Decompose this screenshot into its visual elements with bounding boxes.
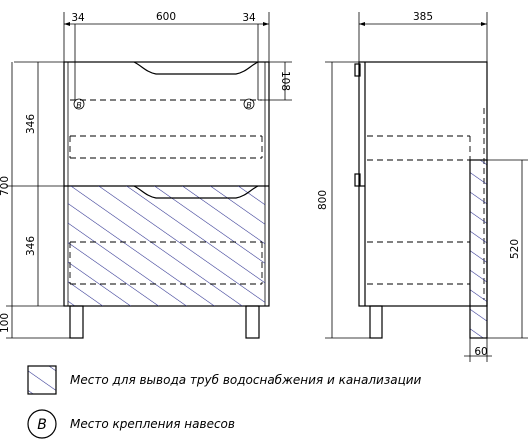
pipe-zone-outline: [469, 159, 488, 339]
legend-hatch-swatch: [28, 366, 56, 394]
dim-pipe-520: 520: [509, 239, 521, 259]
dim-drawer-346-bottom: 346: [25, 236, 37, 256]
pipe-zone-hatch-front: [68, 186, 265, 306]
side-view: 385 800 520 60: [317, 11, 528, 362]
dim-pipe-60: 60: [474, 346, 487, 358]
dim-width-600: 600: [156, 11, 176, 23]
dim-offset-left-34: 34: [71, 12, 85, 24]
mount-marker-right: B: [246, 101, 252, 110]
dim-drawer-346-top: 346: [25, 114, 37, 134]
dim-total-700: 700: [0, 176, 11, 196]
dim-height-800: 800: [317, 190, 329, 210]
leg-side: [369, 305, 383, 339]
legend: Место для вывода труб водоснабжения и ка…: [27, 365, 422, 439]
mount-marker-left: B: [76, 101, 82, 110]
leg-front-right: [245, 305, 260, 339]
dim-depth-385: 385: [413, 11, 433, 23]
legend-pipe-zone-text: Место для вывода труб водоснабжения и ка…: [70, 373, 422, 387]
legend-mount-symbol: B: [37, 417, 47, 433]
dim-mount-108: 108: [279, 71, 291, 91]
legend-mount-text: Место крепления навесов: [70, 417, 235, 431]
cabinet-side-outline: [358, 61, 488, 307]
dim-offset-right-34: 34: [242, 12, 256, 24]
dim-leg-100: 100: [0, 313, 11, 333]
pipe-zone-hatch-side: [470, 160, 487, 338]
leg-front-left: [69, 305, 84, 339]
front-view: 600 34 34 B B: [0, 11, 292, 339]
